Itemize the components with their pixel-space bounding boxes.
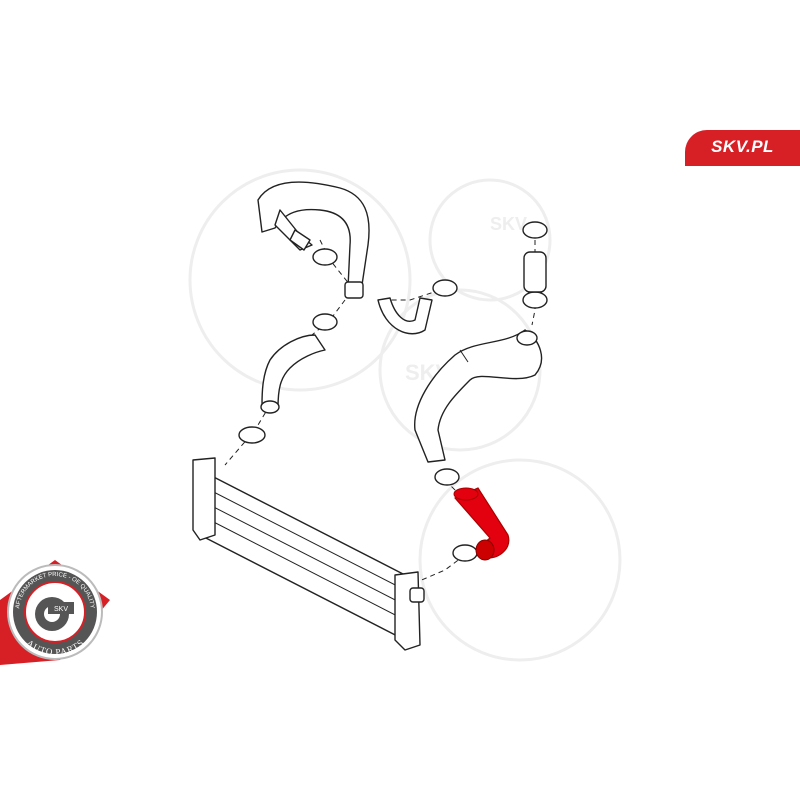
skv-pl-label: SKV.PL bbox=[711, 137, 774, 156]
upper-hose bbox=[377, 297, 433, 335]
skv-auto-parts-logo: AFTERMARKET PRICE - OE QUALITY AUTO PART… bbox=[0, 560, 110, 665]
left-hose bbox=[260, 334, 326, 414]
logo-center-text: SKV bbox=[54, 606, 68, 613]
upper-charge-pipe bbox=[257, 181, 370, 299]
watermark-text: SKV bbox=[490, 214, 527, 234]
right-straight-hose bbox=[523, 251, 547, 293]
right-charge-pipe bbox=[414, 329, 543, 463]
hose-clamps bbox=[238, 221, 548, 562]
intercooler bbox=[192, 457, 425, 651]
skv-pl-badge: SKV.PL bbox=[685, 130, 800, 166]
highlighted-hose bbox=[453, 487, 510, 561]
